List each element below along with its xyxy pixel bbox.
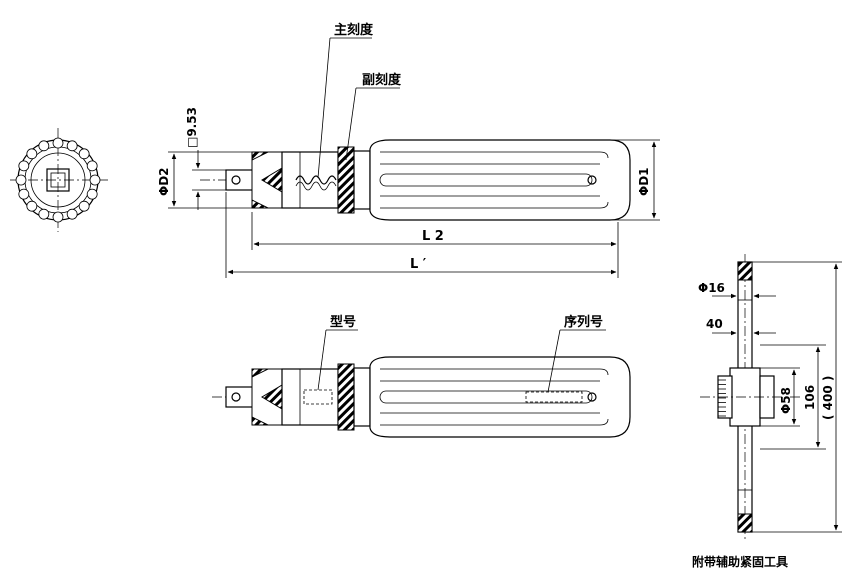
knurl-tooth (26, 200, 38, 212)
d1-dimension: ΦD1 (637, 167, 651, 196)
auxiliary-tool-caption: 附带辅助紧固工具 (692, 554, 788, 569)
dim-400-label: ( 400 ) (821, 376, 835, 420)
d2-dimension: ΦD2 (157, 167, 171, 196)
l2-dimension: L 2 (422, 229, 444, 244)
knurl-tooth (38, 208, 50, 220)
square-drive-dimension: □9.53 (185, 107, 199, 148)
knurl-tooth (86, 188, 98, 200)
end-view-knurl-teeth (15, 137, 101, 223)
side-view-bottom: 型号 序列号 (212, 314, 631, 438)
dim-106-label: 106 (803, 385, 817, 410)
phi16-dimension: Φ16 (698, 281, 725, 295)
sub-scale-label: 副刻度 (362, 72, 402, 88)
knurl-tooth (52, 137, 64, 149)
knurl-tooth (18, 160, 30, 172)
knurl-tooth (86, 160, 98, 172)
knurl-tooth (78, 200, 90, 212)
knurl-tooth (78, 148, 90, 160)
serial-number-label: 序列号 (564, 314, 603, 330)
knurl-tooth (18, 188, 30, 200)
knurl-tooth (38, 140, 50, 152)
knurl-tooth (66, 208, 78, 220)
model-number-label: 型号 (330, 314, 356, 330)
hub-teeth (718, 379, 726, 417)
knurl-tooth (66, 140, 78, 152)
l-prime-dimension: L ′ (410, 257, 427, 272)
knurl-tooth (52, 211, 64, 223)
knurl-tooth (15, 174, 27, 186)
auxiliary-tool-view: Φ16 40 Φ58 106 ( 400 ) 附带辅助紧固工具 (692, 254, 842, 569)
side-view-top: 主刻度 副刻度 □9.53 ΦD2 ΦD1 L 2 L ′ (157, 22, 660, 278)
phi58-dimension: Φ58 (779, 387, 793, 414)
knurl-tooth (89, 174, 101, 186)
end-view (10, 128, 108, 232)
main-scale-label: 主刻度 (334, 22, 374, 38)
knurl-tooth (26, 148, 38, 160)
dim-40-label: 40 (706, 317, 723, 331)
